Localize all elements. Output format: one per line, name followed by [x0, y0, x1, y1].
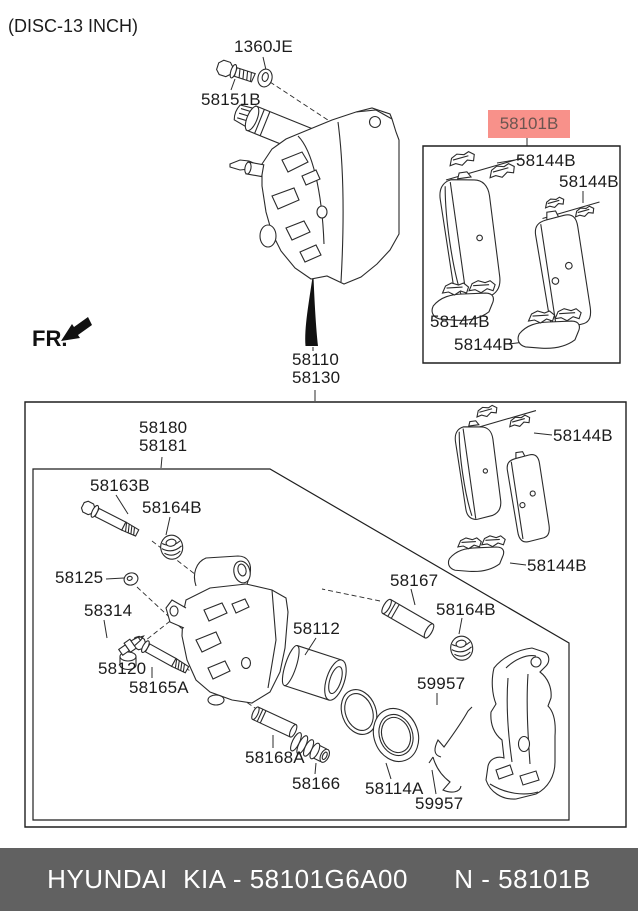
part-label-58166: 58166: [292, 774, 341, 793]
washer-58125-illustration: [122, 571, 139, 587]
caliper-bolt-illustration: [215, 59, 256, 85]
carrier-bracket-illustration: [486, 648, 555, 799]
part-label-58180: 58180: [139, 418, 188, 437]
caliper-kit-inner-box: [33, 469, 569, 820]
part-label-58112: 58112: [293, 619, 341, 638]
boot-58166-illustration: [288, 731, 332, 766]
part-label-58144B-2: 58144B: [559, 172, 619, 191]
caliper-assembly-illustration: [230, 100, 399, 284]
bleeder-58120-illustration: [118, 632, 147, 657]
pad-kit-box: [423, 146, 620, 363]
part-label-58120: 58120: [98, 659, 147, 678]
part-label-58163B: 58163B: [90, 476, 150, 495]
part-label-58144B-4: 58144B: [454, 335, 514, 354]
part-label-58125: 58125: [55, 568, 104, 587]
pointer-wedge-icon: [305, 277, 318, 346]
spring-59957-illustration: [429, 707, 472, 792]
bolt-58163B-illustration: [79, 498, 141, 540]
leader-lines: [104, 57, 583, 794]
part-label-58130: 58130: [292, 368, 341, 387]
fr-arrow-icon: [61, 317, 92, 341]
bushing-illustration-1: [158, 533, 185, 562]
part-label-58164B-1: 58164B: [142, 498, 202, 517]
part-label-58181: 58181: [139, 436, 188, 455]
seal-58114A-illustration: [366, 702, 426, 768]
caliper-kit-outer-box: [25, 402, 626, 827]
caliper-body-illustration: [166, 556, 288, 705]
part-label-58144B-3: 58144B: [430, 312, 490, 331]
pin-58167-illustration: [379, 597, 437, 640]
part-label-58167: 58167: [390, 571, 439, 590]
part-label-58144B-6: 58144B: [527, 556, 587, 575]
washer-illustration: [256, 68, 274, 89]
fr-direction-label: FR.: [32, 326, 68, 351]
part-label-58114A: 58114A: [365, 779, 424, 798]
part-label-58168A: 58168A: [245, 748, 305, 767]
pad-set-illustration: [447, 404, 552, 576]
part-label-58164B-2: 58164B: [436, 600, 496, 619]
part-label-58144B-5: 58144B: [553, 426, 613, 445]
piston-illustration: [279, 644, 350, 703]
disc-size-note: (DISC-13 INCH): [8, 16, 139, 36]
part-label-1360JE: 1360JE: [234, 37, 293, 56]
part-label-59957-1: 59957: [417, 674, 466, 693]
part-label-58165A: 58165A: [129, 678, 189, 697]
part-label-58110: 58110: [292, 350, 340, 369]
part-label-58314: 58314: [84, 601, 133, 620]
highlighted-part-callout-58101B[interactable]: 58101B: [488, 110, 570, 138]
part-label-58151B: 58151B: [201, 90, 261, 109]
catalog-footer-bar: HYUNDAI KIA - 58101G6A00 N - 58101B: [0, 848, 638, 911]
pin-58168A-illustration: [249, 705, 299, 739]
square-ring-illustration: [335, 685, 383, 740]
bushing-illustration-2: [448, 634, 475, 663]
part-label-59957-2: 59957: [415, 794, 464, 813]
part-label-58144B-1: 58144B: [516, 151, 576, 170]
